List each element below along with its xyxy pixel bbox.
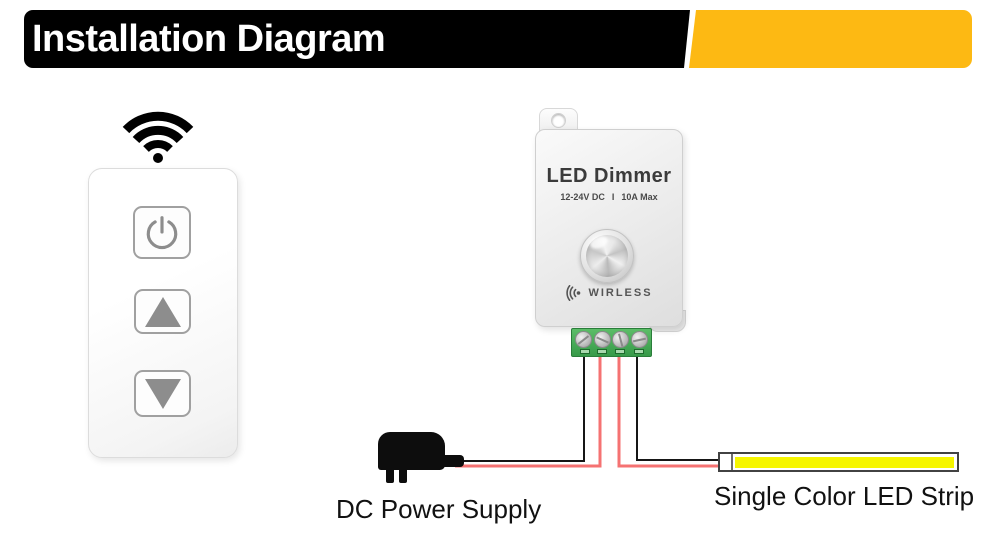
wireless-row: WIRLESS: [536, 285, 682, 301]
power-icon: [146, 215, 178, 249]
power-button: [133, 206, 191, 259]
wire-red-strip: [617, 350, 719, 468]
led-dimmer-unit: LED Dimmer 12-24V DC I 10A Max WIRLESS: [535, 129, 683, 327]
led-strip: [718, 452, 959, 472]
wireless-label: WIRLESS: [588, 287, 653, 299]
strip-light-bar: [735, 456, 954, 468]
signal-waves-icon: [566, 285, 581, 301]
dimmer-spec: 12-24V DC I 10A Max: [536, 192, 682, 202]
wire-black-strip: [636, 350, 719, 461]
wifi-icon: [122, 111, 194, 163]
dc-power-supply: [378, 432, 445, 470]
remote-control: [88, 168, 238, 458]
strip-connector: [720, 454, 733, 470]
terminal-slot: [634, 348, 644, 354]
brightness-down-button: [134, 370, 191, 417]
arrow-up-icon: [144, 296, 181, 327]
terminal-slot: [615, 348, 625, 354]
page-title: Installation Diagram: [32, 18, 386, 60]
terminal-screw: [630, 331, 648, 348]
terminal-screw: [575, 331, 592, 348]
spec-current: 10A Max: [621, 192, 658, 202]
wire-red-power: [455, 350, 602, 468]
plug-prong: [386, 468, 394, 483]
arrow-down-icon: [144, 378, 181, 409]
spec-separator: I: [611, 192, 615, 202]
banner: Installation Diagram: [24, 10, 690, 68]
brightness-up-button: [134, 289, 191, 334]
led-strip-caption: Single Color LED Strip: [714, 481, 975, 511]
plug-barrel: [443, 455, 464, 467]
terminal-slot: [597, 348, 607, 354]
terminal-block: [571, 328, 652, 357]
terminal-screw: [612, 331, 629, 348]
dimmer-title: LED Dimmer: [546, 165, 672, 187]
plug-prong: [399, 468, 407, 483]
banner-accent: [689, 10, 972, 68]
mounting-hole: [551, 113, 566, 128]
power-supply-caption: DC Power Supply: [336, 494, 542, 524]
wire-black-power: [455, 350, 585, 462]
spec-voltage: 12-24V DC: [560, 192, 605, 202]
terminal-screw: [593, 331, 611, 348]
dimmer-knob: [580, 229, 634, 283]
terminal-slot: [580, 348, 590, 354]
